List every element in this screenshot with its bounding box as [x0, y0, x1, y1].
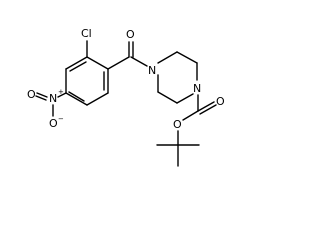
bond — [157, 91, 178, 104]
double-bond-inner — [69, 61, 87, 72]
double-bond-inner — [68, 91, 85, 102]
piperazine-ring — [157, 51, 198, 104]
carbamate-carbonyl-oxygen-atom: O — [216, 95, 225, 108]
nitro-plus-charge: + — [58, 88, 64, 96]
double-bond-c-o-carbamate — [197, 101, 215, 112]
nitro-oxygen-anion-atom: O — [49, 117, 58, 130]
bond-ring-carbonyl — [107, 56, 130, 70]
double-bond-n-o — [36, 92, 48, 98]
molecule-structure: Cl N + O − O O N N O O — [27, 27, 225, 167]
bond-c-o-ester — [182, 110, 199, 121]
structure-canvas: Cl N + O − O O N N O O — [27, 27, 225, 167]
bond — [176, 51, 198, 64]
bond-c-n — [57, 92, 67, 98]
bond-carbonyl-n — [130, 56, 148, 67]
double-bond-c-o-carbamate — [199, 104, 217, 115]
piperazine-nitrogen-right-atom: N — [193, 82, 201, 95]
bond — [157, 51, 178, 64]
nitro-oxygen-atom: O — [27, 88, 36, 101]
bond — [86, 92, 109, 106]
benzene-ring — [65, 56, 109, 106]
chlorine-atom: Cl — [81, 27, 92, 40]
carbamate-ester-oxygen-atom: O — [173, 118, 182, 131]
tert-butyl-group — [156, 144, 200, 167]
bond — [176, 93, 194, 104]
bond — [86, 56, 109, 70]
nitro-nitrogen-atom: N — [49, 92, 57, 105]
carbonyl-oxygen-atom: O — [126, 28, 135, 41]
double-bond-n-o — [35, 95, 47, 101]
piperazine-nitrogen-left-atom: N — [148, 64, 156, 77]
bond — [65, 56, 88, 70]
oxygen-minus-charge: − — [58, 115, 64, 123]
bond — [65, 92, 88, 106]
